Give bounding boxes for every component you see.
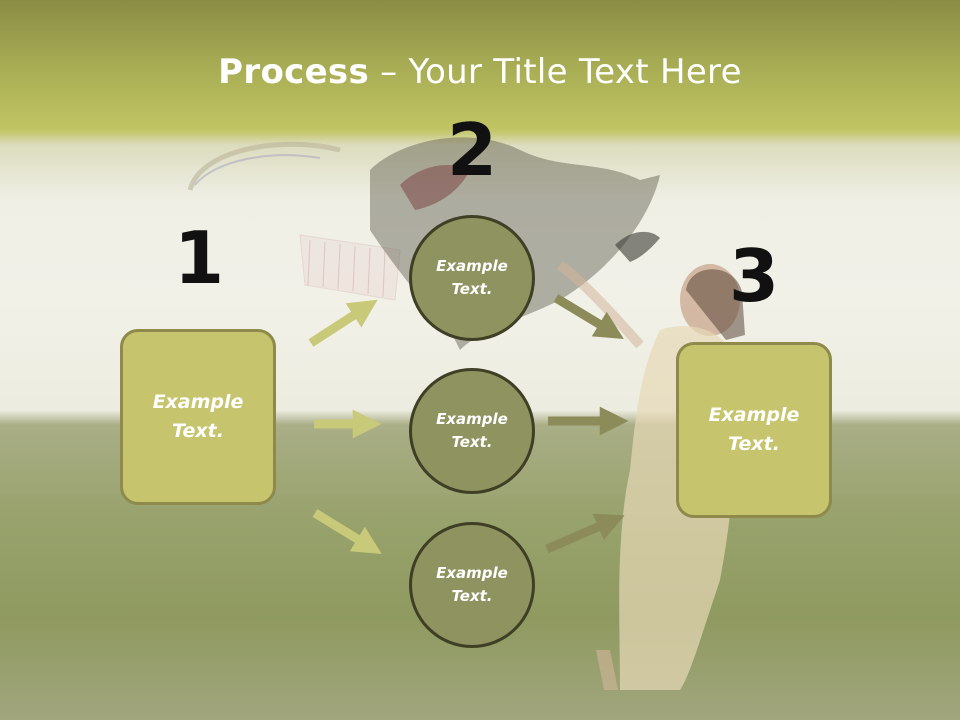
arrow-circle-1-to-3 (553, 294, 624, 339)
title-rest: – Your Title Text Here (369, 52, 742, 92)
circle-1: Example Text. (409, 215, 535, 341)
arrow-circle-3-to-3 (545, 513, 625, 554)
circle-1-text-line2: Text. (451, 280, 493, 298)
arrow-1-to-circle-1 (308, 299, 378, 347)
circle-1-text-line1: Example (436, 257, 508, 275)
circle-2-text-line2: Text. (451, 433, 493, 451)
step-1-text-line1: Example (152, 391, 244, 413)
step-1-text-line2: Text. (172, 420, 224, 442)
step-number-1: 1 (173, 216, 225, 300)
circle-2: Example Text. (409, 368, 535, 494)
step-3-text-line1: Example (708, 404, 800, 426)
step-number-2: 2 (446, 108, 498, 192)
step-3-box: Example Text. (676, 342, 832, 518)
step-number-3: 3 (728, 234, 780, 318)
circle-3: Example Text. (409, 522, 535, 648)
circle-3-text-line2: Text. (451, 587, 493, 605)
slide-title: Process – Your Title Text Here (0, 52, 960, 92)
circle-2-text-line1: Example (436, 410, 508, 428)
title-bold: Process (218, 52, 370, 92)
arrow-1-to-circle-3 (312, 509, 382, 555)
step-3-text-line2: Text. (728, 433, 780, 455)
step-1-box: Example Text. (120, 329, 276, 505)
circle-3-text-line1: Example (436, 564, 508, 582)
